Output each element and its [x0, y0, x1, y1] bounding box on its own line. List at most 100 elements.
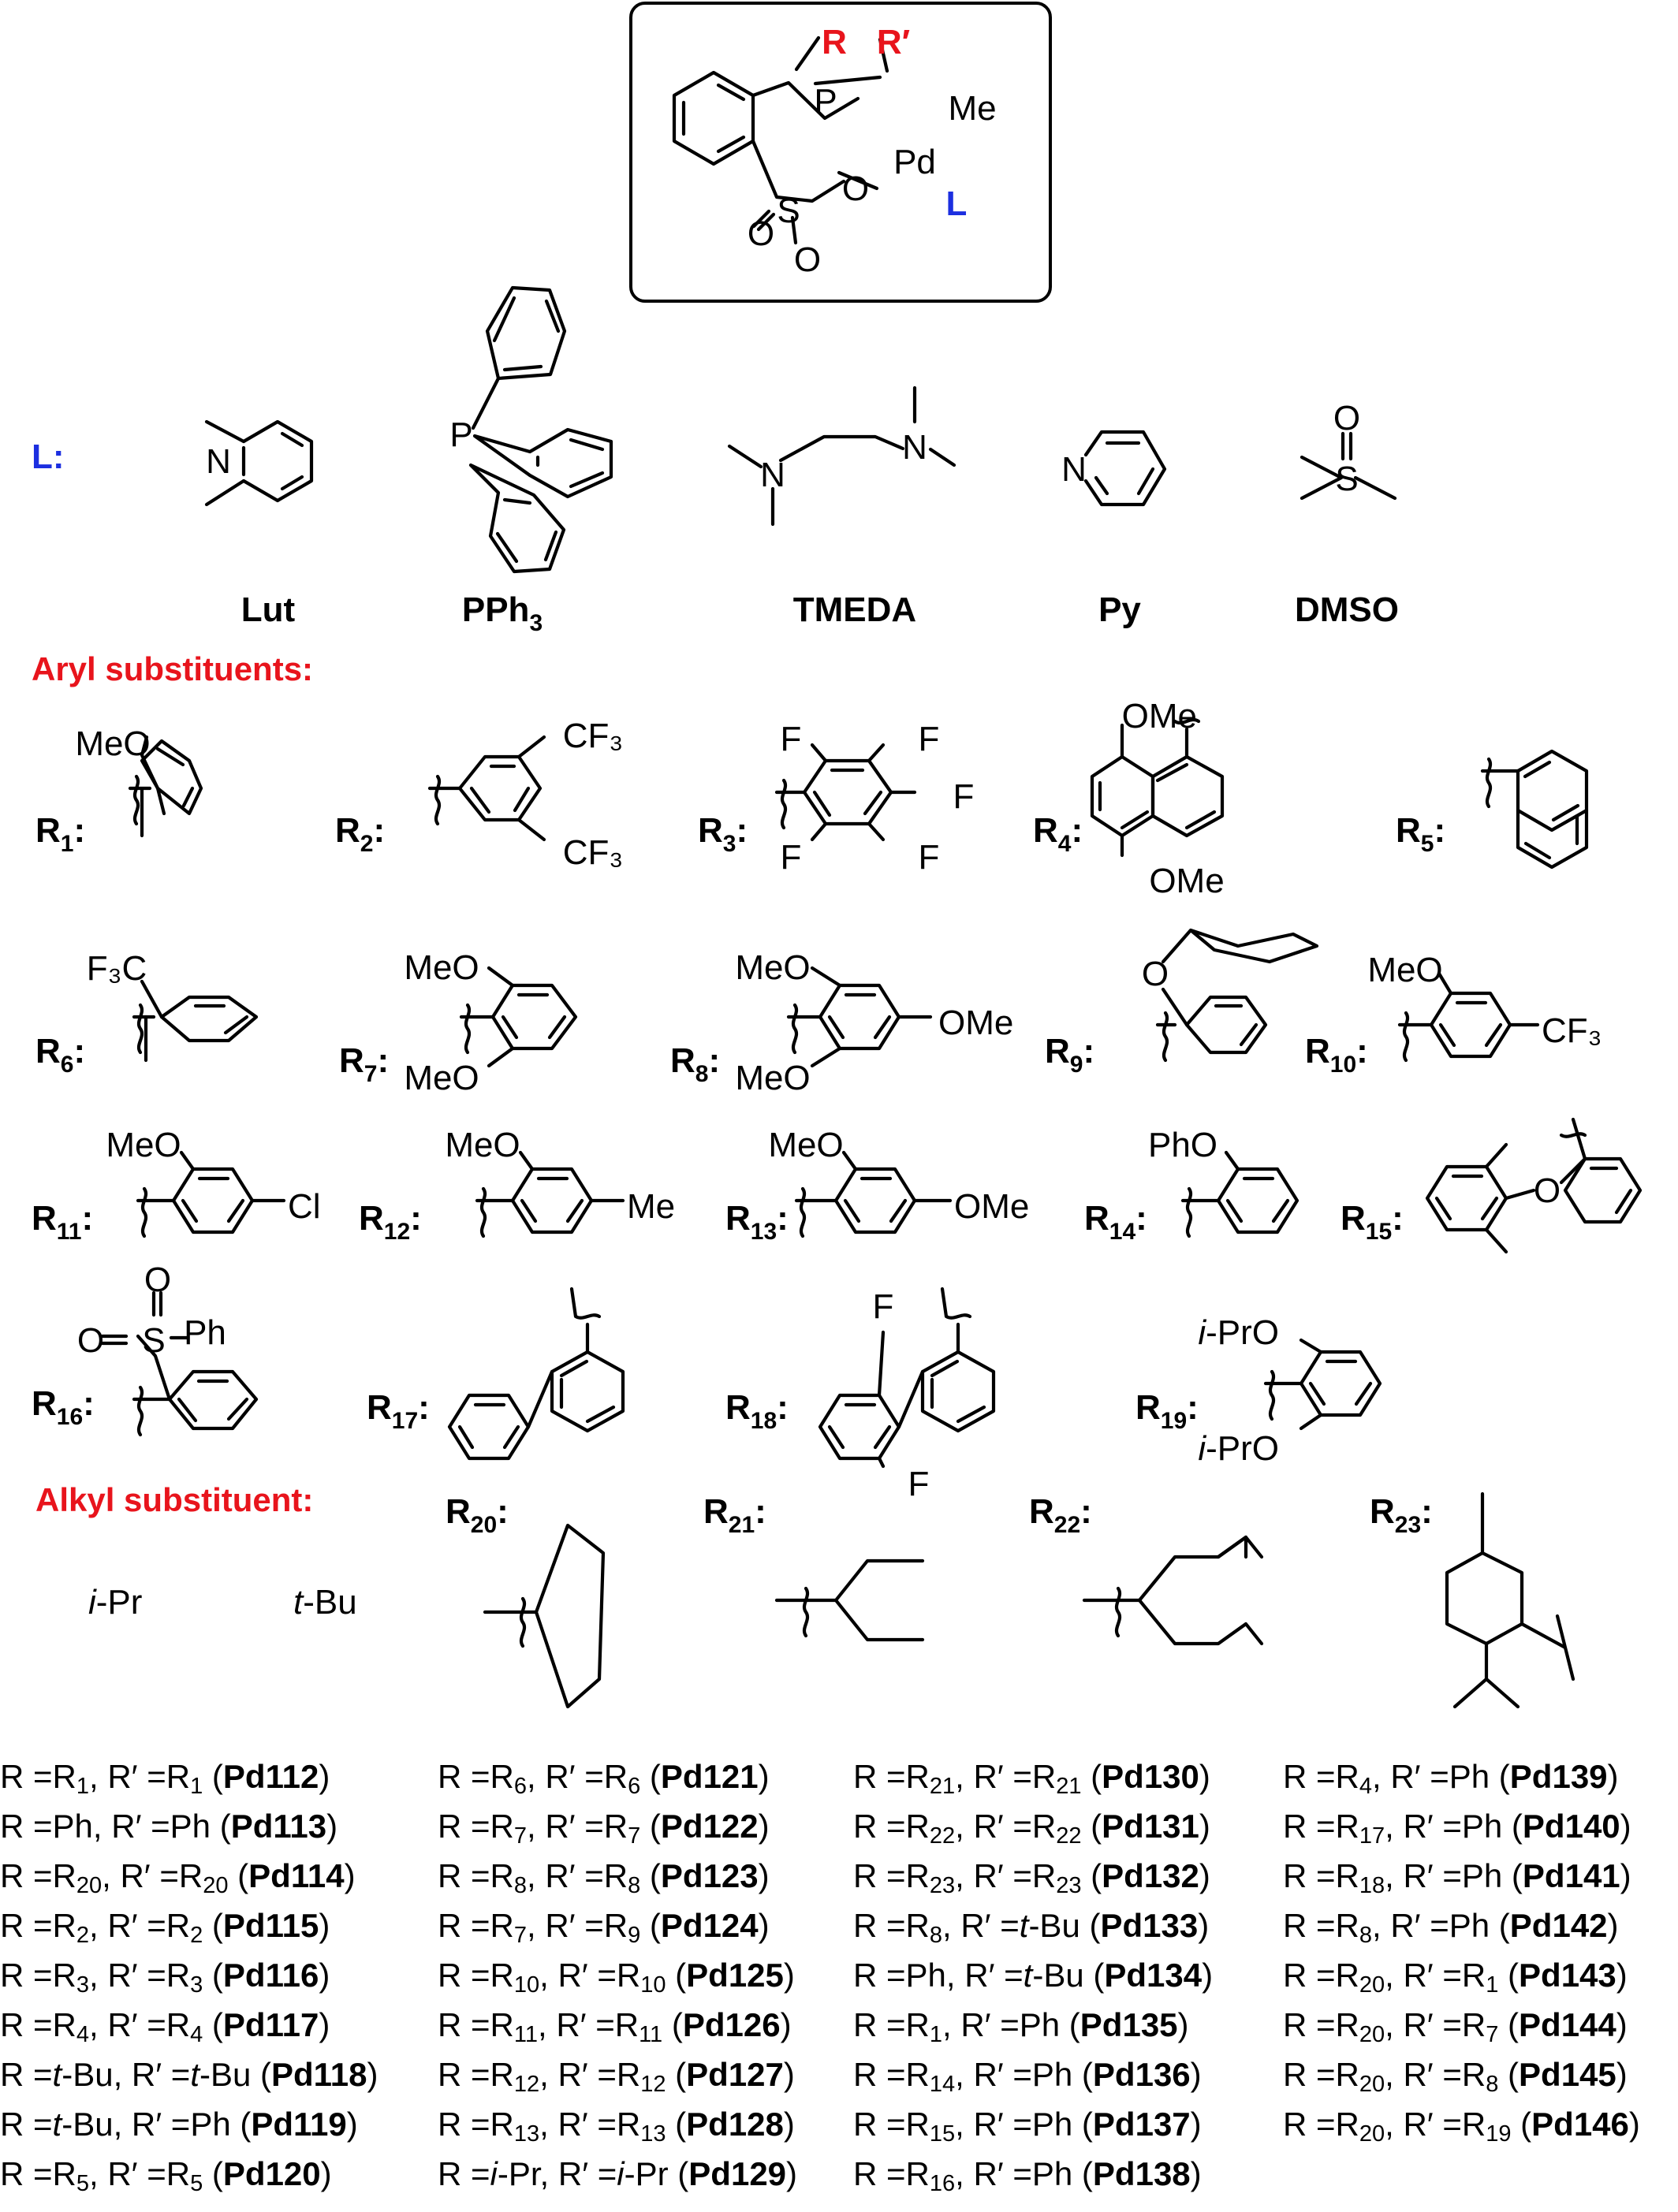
compound-code: Pd146	[1531, 2106, 1629, 2143]
substituent-value: R7	[490, 1907, 528, 1948]
tmeda-atom-n2: N	[902, 428, 927, 467]
r4-label: R4:	[1033, 811, 1083, 857]
ligand-name-pph3: PPh3	[462, 590, 543, 636]
ligand-dmso: O S DMSO	[1295, 399, 1399, 629]
r14-group-pho: PhO	[1148, 1126, 1217, 1164]
compound-column-2: R =R6, R′ =R6 (Pd121)R =R7, R′ =R7 (Pd12…	[438, 1752, 797, 2199]
aryl-heading: Aryl substituents:	[32, 650, 313, 687]
substituent-value: R22	[905, 1808, 956, 1849]
substituent-value: Ph	[1461, 1808, 1503, 1845]
ligand-name-py: Py	[1098, 590, 1141, 629]
r12-label: R12:	[359, 1199, 422, 1245]
substituent-value: t-Bu	[1019, 1907, 1080, 1944]
r2-group-cf3-bottom: CF₃	[563, 833, 624, 872]
compound-code: Pd143	[1519, 1957, 1616, 1994]
substituent-value: Ph	[190, 2106, 231, 2143]
substituent-value: Ph	[1031, 2106, 1073, 2143]
r22-label: R22:	[1029, 1492, 1092, 1538]
substituent-value: R9	[603, 1907, 641, 1948]
compound-entry: R =Ph, R′ =Ph (Pd113)	[0, 1808, 338, 1845]
substituent-value: t-Bu	[190, 2056, 252, 2093]
aryl-r5: R5:	[1396, 749, 1589, 870]
r17-label: R17:	[367, 1388, 430, 1434]
compound-entry: R =R11, R′ =R11 (Pd126)	[438, 2006, 792, 2047]
aryl-r7: MeO MeO R7:	[339, 948, 578, 1097]
complex-bonds	[672, 35, 889, 245]
substituent-value: R7	[603, 1808, 641, 1849]
ligand-name-lut: Lut	[241, 590, 296, 629]
substituent-value: R15	[905, 2106, 956, 2147]
substituent-value: Ph	[1031, 2155, 1073, 2192]
substituent-value: Ph	[905, 1957, 946, 1994]
r13-group-ome: OMe	[954, 1187, 1029, 1226]
compound-entry: R =R8, R′ =t-Bu (Pd133)	[853, 1907, 1210, 1948]
compound-entry: R =R16, R′ =Ph (Pd138)	[853, 2155, 1202, 2196]
substituent-value: R3	[166, 1957, 203, 1998]
complex-atom-o-left: O	[748, 214, 774, 253]
r7-group-meo-top: MeO	[404, 948, 479, 987]
ligand-row-prefix: L:	[32, 438, 65, 476]
substituent-value: R14	[905, 2056, 956, 2097]
compound-code: Pd117	[222, 2006, 319, 2043]
substituent-value: R6	[603, 1758, 641, 1799]
r10-group-meo: MeO	[1367, 951, 1442, 989]
substituent-value: R12	[616, 2056, 666, 2097]
substituent-value: Ph	[52, 1808, 93, 1845]
compound-entry: R =i-Pr, R′ =i-Pr (Pd129)	[438, 2155, 798, 2192]
compound-code: Pd116	[222, 1957, 319, 1994]
substituent-value: R1	[905, 2006, 943, 2047]
compound-entry: R =R20, R′ =R1 (Pd143)	[1283, 1957, 1628, 1998]
substituent-value: R10	[616, 1957, 666, 1998]
aryl-r16: O O S Ph R16:	[32, 1261, 259, 1437]
r18-group-f-bottom: F	[908, 1465, 930, 1503]
substituent-value: R20	[52, 1857, 103, 1898]
complex-atom-l: L	[946, 184, 968, 223]
compound-entry: R =R13, R′ =R13 (Pd128)	[438, 2106, 795, 2147]
r19-group-iPrO-top: i-PrO	[1198, 1313, 1279, 1352]
compound-code: Pd131	[1102, 1808, 1199, 1845]
complex-atom-o-bottom: O	[794, 240, 821, 279]
substituent-value: R13	[490, 2106, 540, 2147]
substituent-value: R20	[1335, 2006, 1385, 2047]
tmeda-atom-n1: N	[760, 456, 785, 494]
compound-entry: R =R6, R′ =R6 (Pd121)	[438, 1758, 770, 1799]
compound-entry: R =R12, R′ =R12 (Pd127)	[438, 2056, 795, 2097]
substituent-value: R6	[490, 1758, 528, 1799]
complex-atom-p: P	[814, 82, 837, 121]
complex-r-prime: R′	[877, 23, 910, 61]
compound-code: Pd118	[271, 2056, 367, 2093]
aryl-r2: CF₃ CF₃ R2:	[335, 717, 623, 872]
r18-group-f-top: F	[873, 1287, 894, 1326]
compound-entry: R =R4, R′ =Ph (Pd139)	[1283, 1758, 1619, 1799]
r10-label: R10:	[1305, 1032, 1368, 1078]
compound-entry: R =R1, R′ =Ph (Pd135)	[853, 2006, 1189, 2047]
compound-entry: R =t-Bu, R′ =t-Bu (Pd118)	[0, 2056, 378, 2093]
substituent-value: R4	[52, 2006, 90, 2047]
compound-code: Pd135	[1080, 2006, 1178, 2043]
compound-code: Pd136	[1092, 2056, 1191, 2093]
substituent-value: R4	[1335, 1758, 1373, 1799]
substituent-value: R8	[905, 1907, 943, 1948]
aryl-r12: MeO Me R12:	[359, 1126, 675, 1245]
substituent-value: R23	[905, 1857, 956, 1898]
substituent-value: R13	[616, 2106, 666, 2147]
r3-group-f3: F	[953, 777, 975, 816]
r12-group-me: Me	[627, 1187, 675, 1226]
compound-code: Pd122	[660, 1808, 759, 1845]
r15-label: R15:	[1341, 1199, 1404, 1245]
substituent-value: R8	[1335, 1907, 1373, 1948]
alkyl-r21: R21:	[703, 1492, 925, 1642]
r8-group-meo-top: MeO	[735, 948, 810, 987]
r3-group-f2: F	[919, 720, 940, 758]
r2-group-cf3-top: CF₃	[563, 717, 624, 755]
ligand-pyridine: N Py	[1061, 430, 1167, 629]
r18-label: R18:	[725, 1388, 789, 1434]
r3-group-f5: F	[919, 838, 940, 877]
r16-group-ph: Ph	[184, 1313, 226, 1352]
compound-entry: R =R20, R′ =R20 (Pd114)	[0, 1857, 356, 1898]
complex-atom-pd: Pd	[893, 143, 936, 181]
compound-entry: R =R14, R′ =Ph (Pd136)	[853, 2056, 1202, 2097]
compound-column-3: R =R21, R′ =R21 (Pd130)R =R22, R′ =R22 (…	[853, 1752, 1213, 2199]
r6-group-f3c: F₃C	[87, 949, 147, 988]
